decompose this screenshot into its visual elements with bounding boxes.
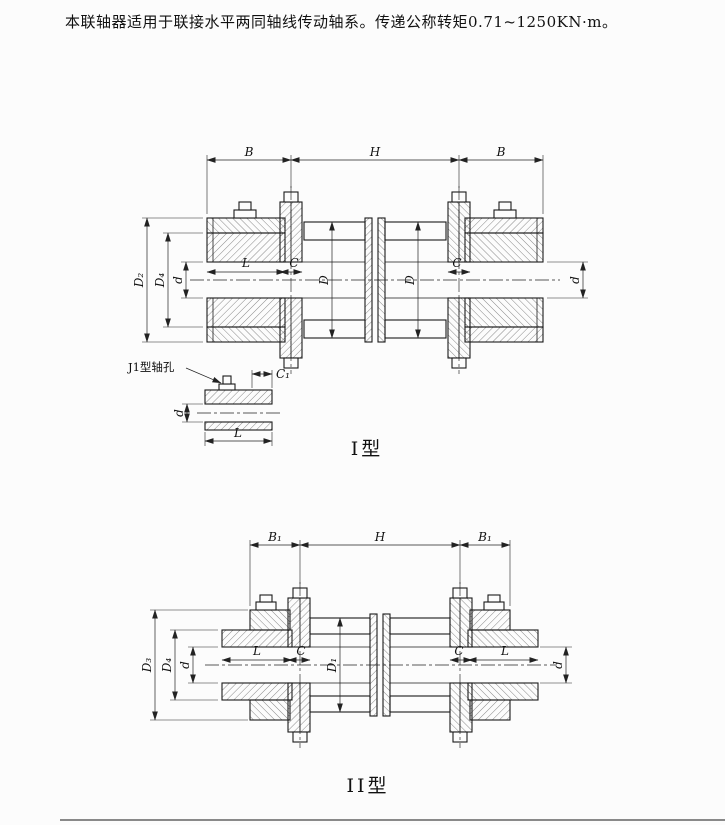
dim-label-H: H (374, 530, 386, 544)
dim-label-L-right: L (500, 644, 509, 658)
dim-label-D4: D₄ (153, 273, 167, 289)
dim-label-L-left: L (241, 256, 250, 270)
dim-label-C-right: C (452, 256, 461, 270)
type1-j1-bore-detail: C₁ d L J1型轴孔 (127, 360, 290, 446)
type2-dimension-lines (152, 542, 569, 721)
plug (218, 383, 236, 391)
dim-label-d-left: d (171, 276, 185, 284)
dim-label-B1-right: B₁ (477, 530, 492, 544)
detail-callout-label: J1型轴孔 (127, 360, 175, 374)
dim-label-d-right: d (551, 661, 565, 669)
dim-label-D4: D₄ (160, 658, 174, 674)
dim-label-d-right: d (568, 276, 582, 284)
dim-label-C-right: C (454, 644, 463, 658)
dim-label-D2: D₂ (132, 273, 146, 289)
dim-label-D1: D₁ (325, 658, 339, 673)
type1-coupling-half (206, 186, 373, 374)
type1-dimension-lines (144, 157, 586, 343)
dim-label-D-right: D (403, 275, 417, 286)
dim-label-detail-d: d (172, 409, 186, 417)
dim-label-H: H (369, 145, 381, 159)
dim-label-C1: C₁ (276, 367, 290, 381)
dim-label-C-left: C (296, 644, 305, 658)
dim-label-L-left: L (252, 644, 261, 658)
dim-label-D-left: D (317, 275, 331, 286)
header-text: 本联轴器适用于联接水平两同轴线传动轴系。传递公称转矩0.71~1250KN·m。 (65, 13, 617, 31)
dim-label-B-left: B (244, 145, 254, 159)
grease-plug (233, 209, 257, 219)
detail-leader-line (185, 367, 222, 384)
dim-label-B-right: B (496, 145, 506, 159)
dim-label-detail-L: L (233, 426, 242, 440)
type1-drawing: B H B D₂ D₄ d L C D D C d (127, 145, 588, 460)
dim-label-D3: D₃ (140, 658, 154, 674)
dim-label-d-left: d (178, 661, 192, 669)
dim-label-C-left: C (289, 256, 298, 270)
type2-caption: II型 (346, 775, 389, 797)
flange (287, 597, 311, 648)
type1-caption: I型 (351, 438, 384, 460)
dim-label-B1-left: B₁ (267, 530, 282, 544)
type2-drawing: B₁ H B₁ D₃ D₄ d L C D₁ C L d II型 (140, 530, 572, 797)
grease-plug (255, 601, 277, 611)
